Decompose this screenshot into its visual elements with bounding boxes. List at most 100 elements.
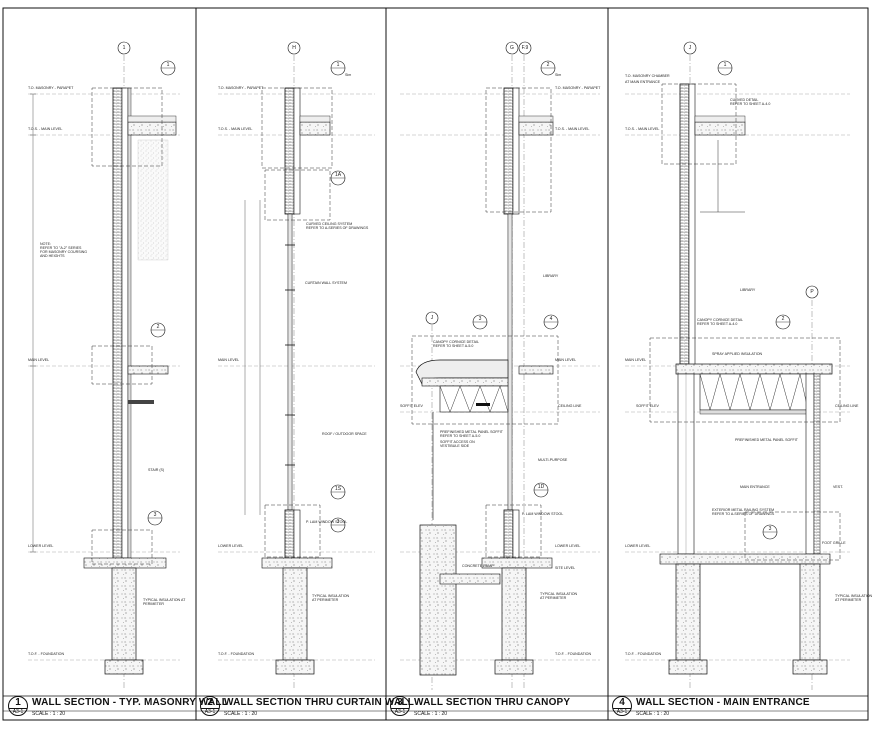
detail-number: 1 <box>15 697 21 708</box>
drawing-note: CURVED DETAIL <box>730 98 759 102</box>
drawing-note: PREFINISHED METAL PANEL SOFFIT <box>440 430 503 434</box>
grid-bubble-label: J <box>430 315 434 321</box>
detail-number-badge: 1 A3-1 <box>8 696 28 716</box>
level-label: T.O.F. - FOUNDATION <box>28 652 65 656</box>
section-title: WALL SECTION - TYP. MASONRY WALL <box>32 697 229 708</box>
detail-number-badge: 2 A3-1 <box>200 696 220 716</box>
section-scale: SCALE : 1 : 20 <box>32 711 66 717</box>
drawing-note: REFER TO SHEET A-4.0 <box>730 102 771 106</box>
level-label: SOFFIT ELEV <box>400 404 423 408</box>
detail-tag-label: 1A <box>334 172 342 178</box>
level-label: T.O.F. - FOUNDATION <box>555 652 592 656</box>
panel-4-title-block: 4 A3-1 WALL SECTION - MAIN ENTRANCE SCAL… <box>608 694 868 726</box>
drawing-note: P. LAM WINDOW STOOL <box>522 512 564 516</box>
level-label: CEILING LINE <box>835 404 859 408</box>
sheet-reference: A3-1 <box>613 708 631 715</box>
section-scale: SCALE : 1 : 20 <box>414 711 448 717</box>
drawing-note: AT PERIMETER <box>312 598 339 602</box>
drawing-note: CURTAIN WALL SYSTEM <box>305 281 347 285</box>
level-label: MAIN LEVEL <box>218 358 240 362</box>
section-4-drawing <box>625 41 850 690</box>
panel-2-title-block: 2 A3-1 WALL SECTION THRU CURTAIN WALL SC… <box>196 694 414 726</box>
level-label: T.O. MASONRY - PARAPET <box>28 86 74 90</box>
drawing-note: ROOF / OUTDOOR SPACE <box>322 432 367 436</box>
grid-bubble-label: G <box>510 45 514 51</box>
section-3-drawing <box>400 41 600 690</box>
sheet-reference: A3-1 <box>201 708 219 715</box>
drawing-note: REFER TO SHEET A-5.0 <box>440 434 481 438</box>
sheet-reference: A3-1 <box>9 708 27 715</box>
level-label: AT MAIN ENTRANCE <box>625 80 661 84</box>
drawing-note: AT PERIMETER <box>540 596 567 600</box>
drawing-note: REFER TO "A-2" SERIES <box>40 246 82 250</box>
section-scale: SCALE : 1 : 20 <box>224 711 258 717</box>
drawing-note: FOR MASONRY COURSING <box>40 250 87 254</box>
level-label: SITE LEVEL <box>555 566 576 570</box>
drawing-note: TYPICAL INSULATION <box>540 592 578 596</box>
drawing-note: VESTIBULE SIDE <box>440 444 470 448</box>
drawing-note: SPRAY APPLIED INSULATION <box>712 352 763 356</box>
section-1-drawing <box>28 41 180 690</box>
detail-tag-label: 2 <box>781 316 785 322</box>
detail-tag-label: 1 <box>723 62 727 68</box>
grid-bubble-label: J <box>688 45 692 51</box>
grid-bubble-label: F.9 <box>521 45 529 51</box>
detail-number: 4 <box>619 697 625 708</box>
level-label: MAIN LEVEL <box>625 358 647 362</box>
drawing-note: CANOPY CORNICE DETAIL <box>433 340 479 344</box>
drawing-note: TYPICAL INSULATION <box>312 594 350 598</box>
section-scale: SCALE : 1 : 20 <box>636 711 670 717</box>
detail-tag-label: 1S <box>334 486 342 492</box>
detail-tag-label: 4 <box>549 316 553 322</box>
detail-tag-label: 2 <box>156 324 160 330</box>
detail-number: 2 <box>207 697 213 708</box>
drawing-note: CURVED CEILING SYSTEM <box>306 222 353 226</box>
drawing-note: Sim <box>345 73 352 77</box>
level-label: LOWER LEVEL <box>555 544 581 548</box>
detail-tag-label: 1D <box>537 484 545 490</box>
drawing-note: TYPICAL INSULATION AT <box>143 598 186 602</box>
drawing-note: REFER TO A-SERIES OF DRAWINGS <box>712 512 775 516</box>
level-label: T.O.S. - MAIN LEVEL <box>625 127 660 131</box>
detail-tag-label: 3 <box>336 519 340 525</box>
detail-tag-label: 1 <box>166 62 170 68</box>
detail-tag-label: 3 <box>153 512 157 518</box>
drawing-note: LIBRARY <box>543 274 559 278</box>
drawing-note: SOFFIT ACCESS ON <box>440 440 475 444</box>
detail-tag-label: 1 <box>336 62 340 68</box>
drawing-note: VEST. <box>833 485 843 489</box>
drawing-note: NOTE: <box>40 242 51 246</box>
panel-1-title-block: 1 A3-1 WALL SECTION - TYP. MASONRY WALL … <box>4 694 228 726</box>
level-label: LOWER LEVEL <box>625 544 651 548</box>
detail-tag-label: 3 <box>478 316 482 322</box>
drawing-note: LIBRARY <box>740 288 756 292</box>
drawing-note: STAIR (S) <box>148 468 165 472</box>
detail-number: 3 <box>397 697 403 708</box>
drawing-note: EXTERIOR METAL RAILING SYSTEM <box>712 508 775 512</box>
section-title: WALL SECTION - MAIN ENTRANCE <box>636 697 810 708</box>
drawing-note: PERIMETER <box>143 602 164 606</box>
drawing-note: AND HEIGHTS <box>40 254 65 258</box>
level-label: T.O.S. - MAIN LEVEL <box>28 127 63 131</box>
level-label: SOFFIT ELEV <box>636 404 659 408</box>
detail-number-badge: 3 A3-1 <box>390 696 410 716</box>
detail-number-badge: 4 A3-1 <box>612 696 632 716</box>
level-label: T.O.S. - MAIN LEVEL <box>218 127 253 131</box>
drawing-note: MAIN ENTRANCE <box>740 485 770 489</box>
detail-tag-label: 3 <box>768 526 772 532</box>
level-label: CEILING LINE <box>558 404 582 408</box>
panel-3-title-block: 3 A3-1 WALL SECTION THRU CANOPY SCALE : … <box>386 694 608 726</box>
grid-bubble-label: H <box>292 45 296 51</box>
drawing-note: AT PERIMETER <box>835 598 862 602</box>
level-label: LOWER LEVEL <box>28 544 54 548</box>
drawing-note: CONCRETE RAMP <box>462 564 494 568</box>
level-label: MAIN LEVEL <box>28 358 50 362</box>
drawing-note: FOOT GRILLE <box>822 541 846 545</box>
section-title: WALL SECTION THRU CANOPY <box>414 697 571 708</box>
drawing-note: MULTI-PURPOSE <box>538 458 568 462</box>
drawing-note: P. LAM WINDOW STOOL <box>306 520 348 524</box>
level-label: T.O.S. - MAIN LEVEL <box>555 127 590 131</box>
drawing-note: PREFINISHED METAL PANEL SOFFIT <box>735 438 798 442</box>
sheet-reference: A3-1 <box>391 708 409 715</box>
